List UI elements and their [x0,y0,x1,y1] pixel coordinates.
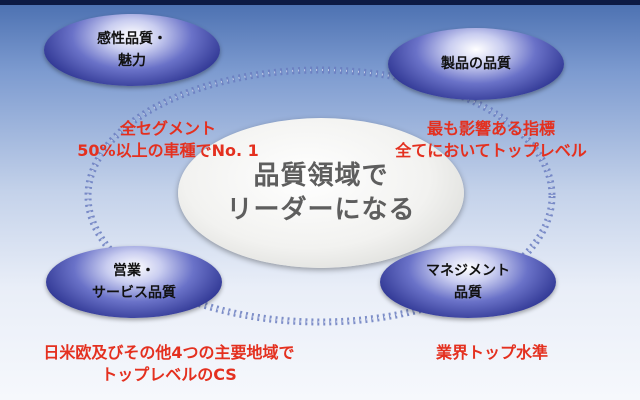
node-product-quality: 製品の品質 [388,28,564,100]
note-sensory-quality-line-2: 50%以上の車種でNo. 1 [77,141,259,160]
node-sensory-quality-line-1: 感性品質・ [97,31,167,47]
note-management-quality-line-1: 業界トップ水準 [435,343,548,362]
center-goal-text: 品質領域で リーダーになる [226,159,415,227]
center-goal-line-2: リーダーになる [226,195,416,225]
note-product-quality-line-1: 最も影響ある指標 [426,119,555,138]
node-management-quality-line-1: マネジメント [426,263,510,279]
node-sensory-quality-line-2: 魅力 [118,53,146,69]
node-sales-service-quality-line-2: サービス品質 [92,285,176,301]
node-sensory-quality: 感性品質・ 魅力 [44,14,220,86]
node-management-quality: マネジメント 品質 [380,246,556,318]
node-management-quality-line-2: 品質 [454,285,482,301]
note-product-quality: 最も影響ある指標 全てにおいてトップレベル [366,118,616,162]
note-management-quality: 業界トップ水準 [402,342,582,364]
note-sales-service-quality-line-1: 日米欧及びその他4つの主要地域で [43,343,295,362]
note-product-quality-line-2: 全てにおいてトップレベル [395,141,587,160]
top-border-bar [0,0,640,5]
note-sales-service-quality: 日米欧及びその他4つの主要地域で トップレベルのCS [4,342,334,386]
center-goal-line-1: 品質領域で [253,161,389,191]
note-sensory-quality: 全セグメント 50%以上の車種でNo. 1 [50,118,286,162]
node-product-quality-label: 製品の品質 [441,56,511,72]
note-sales-service-quality-line-2: トップレベルのCS [101,365,237,384]
center-goal-ellipse: 品質領域で リーダーになる [178,118,464,268]
note-sensory-quality-line-1: 全セグメント [119,119,216,138]
node-sales-service-quality: 営業・ サービス品質 [46,246,222,318]
node-sales-service-quality-line-1: 営業・ [113,263,155,279]
